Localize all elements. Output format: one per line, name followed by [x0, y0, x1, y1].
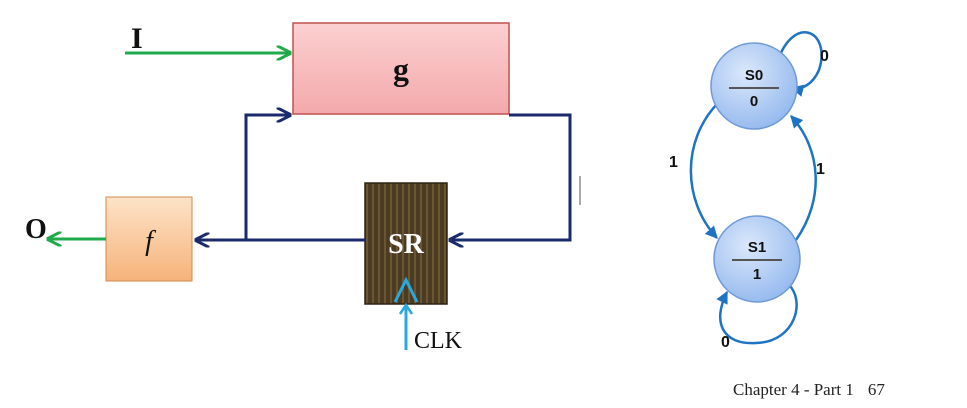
g-block	[292, 22, 510, 115]
output-label: O	[25, 214, 47, 245]
sr-block	[364, 182, 448, 305]
feedback-to-g-line	[244, 115, 290, 240]
state-s0-output: 0	[750, 93, 758, 110]
f-block-label: f	[145, 226, 156, 257]
sr-block-label: SR	[388, 229, 425, 260]
transition-s1-s1-label: 0	[721, 334, 730, 351]
footer-chapter: Chapter 4 - Part 1	[733, 380, 854, 399]
clock-arrowhead	[398, 302, 414, 315]
state-s0-name: S0	[745, 67, 763, 84]
transition-s1-s0-label: 1	[816, 161, 825, 178]
transition-s0-s0-label: 0	[820, 48, 829, 65]
transition-s0-s1-label: 1	[669, 154, 678, 171]
state-s1-name: S1	[748, 239, 766, 256]
state-s1-output: 1	[753, 266, 761, 283]
state-s1: S1 1	[713, 215, 801, 303]
transition-s1-s0	[790, 115, 817, 241]
input-label: I	[131, 22, 143, 55]
clock-edge-triangle	[393, 276, 419, 303]
g-to-sr-line	[450, 113, 572, 240]
g-block-label: g	[393, 51, 409, 87]
clock-label: CLK	[414, 328, 463, 354]
slide-footer: Chapter 4 - Part 1 67	[733, 380, 885, 400]
transition-s0-s0	[774, 31, 823, 97]
transition-s0-s1	[689, 102, 719, 239]
state-s0: S0 0	[710, 42, 798, 130]
f-block	[105, 196, 193, 282]
footer-page-number: 67	[867, 380, 885, 399]
transition-s1-s1	[716, 283, 798, 345]
